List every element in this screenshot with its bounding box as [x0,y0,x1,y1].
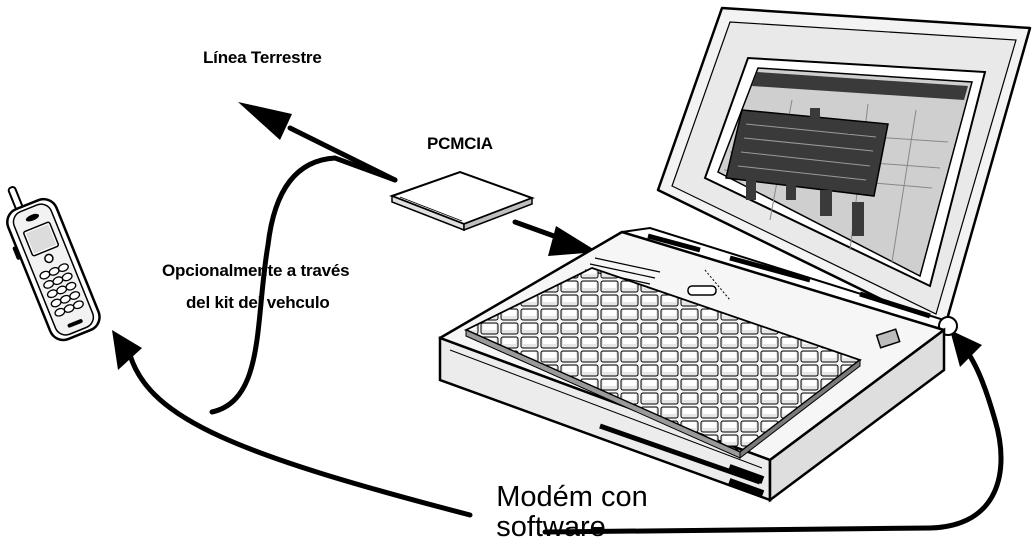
pcmcia-label: PCMCIA [427,134,493,153]
modem-software-label-line1: Modém con [496,481,648,513]
phone-modem-curve [127,352,473,518]
landline-label: Línea Terrestre [203,48,322,67]
laptop-screen-window [725,109,889,197]
pcmcia-arrowhead [548,226,598,256]
laptop-icon [438,6,1032,503]
optional-vehicle-kit-label-line2: del kit del vehculo [186,293,330,312]
pcmcia-card-icon [389,170,535,232]
mobile-phone-icon [6,186,101,342]
optional-vehicle-kit-label-line1: Opcionalmente a través [162,261,350,280]
landline-arrow-shaft [287,125,398,183]
landline-curve [209,155,398,415]
modem-laptop-curve [542,342,1004,535]
connection-arrows [127,125,1004,535]
arrowheads [112,102,982,370]
laptop-keyboard [463,267,862,460]
phone-keypad [39,263,84,317]
laptop-arrowhead [950,330,982,367]
phone-arrowhead [112,330,142,370]
modem-software-label-line2: software [496,511,606,543]
landline-arrowhead [238,102,292,140]
